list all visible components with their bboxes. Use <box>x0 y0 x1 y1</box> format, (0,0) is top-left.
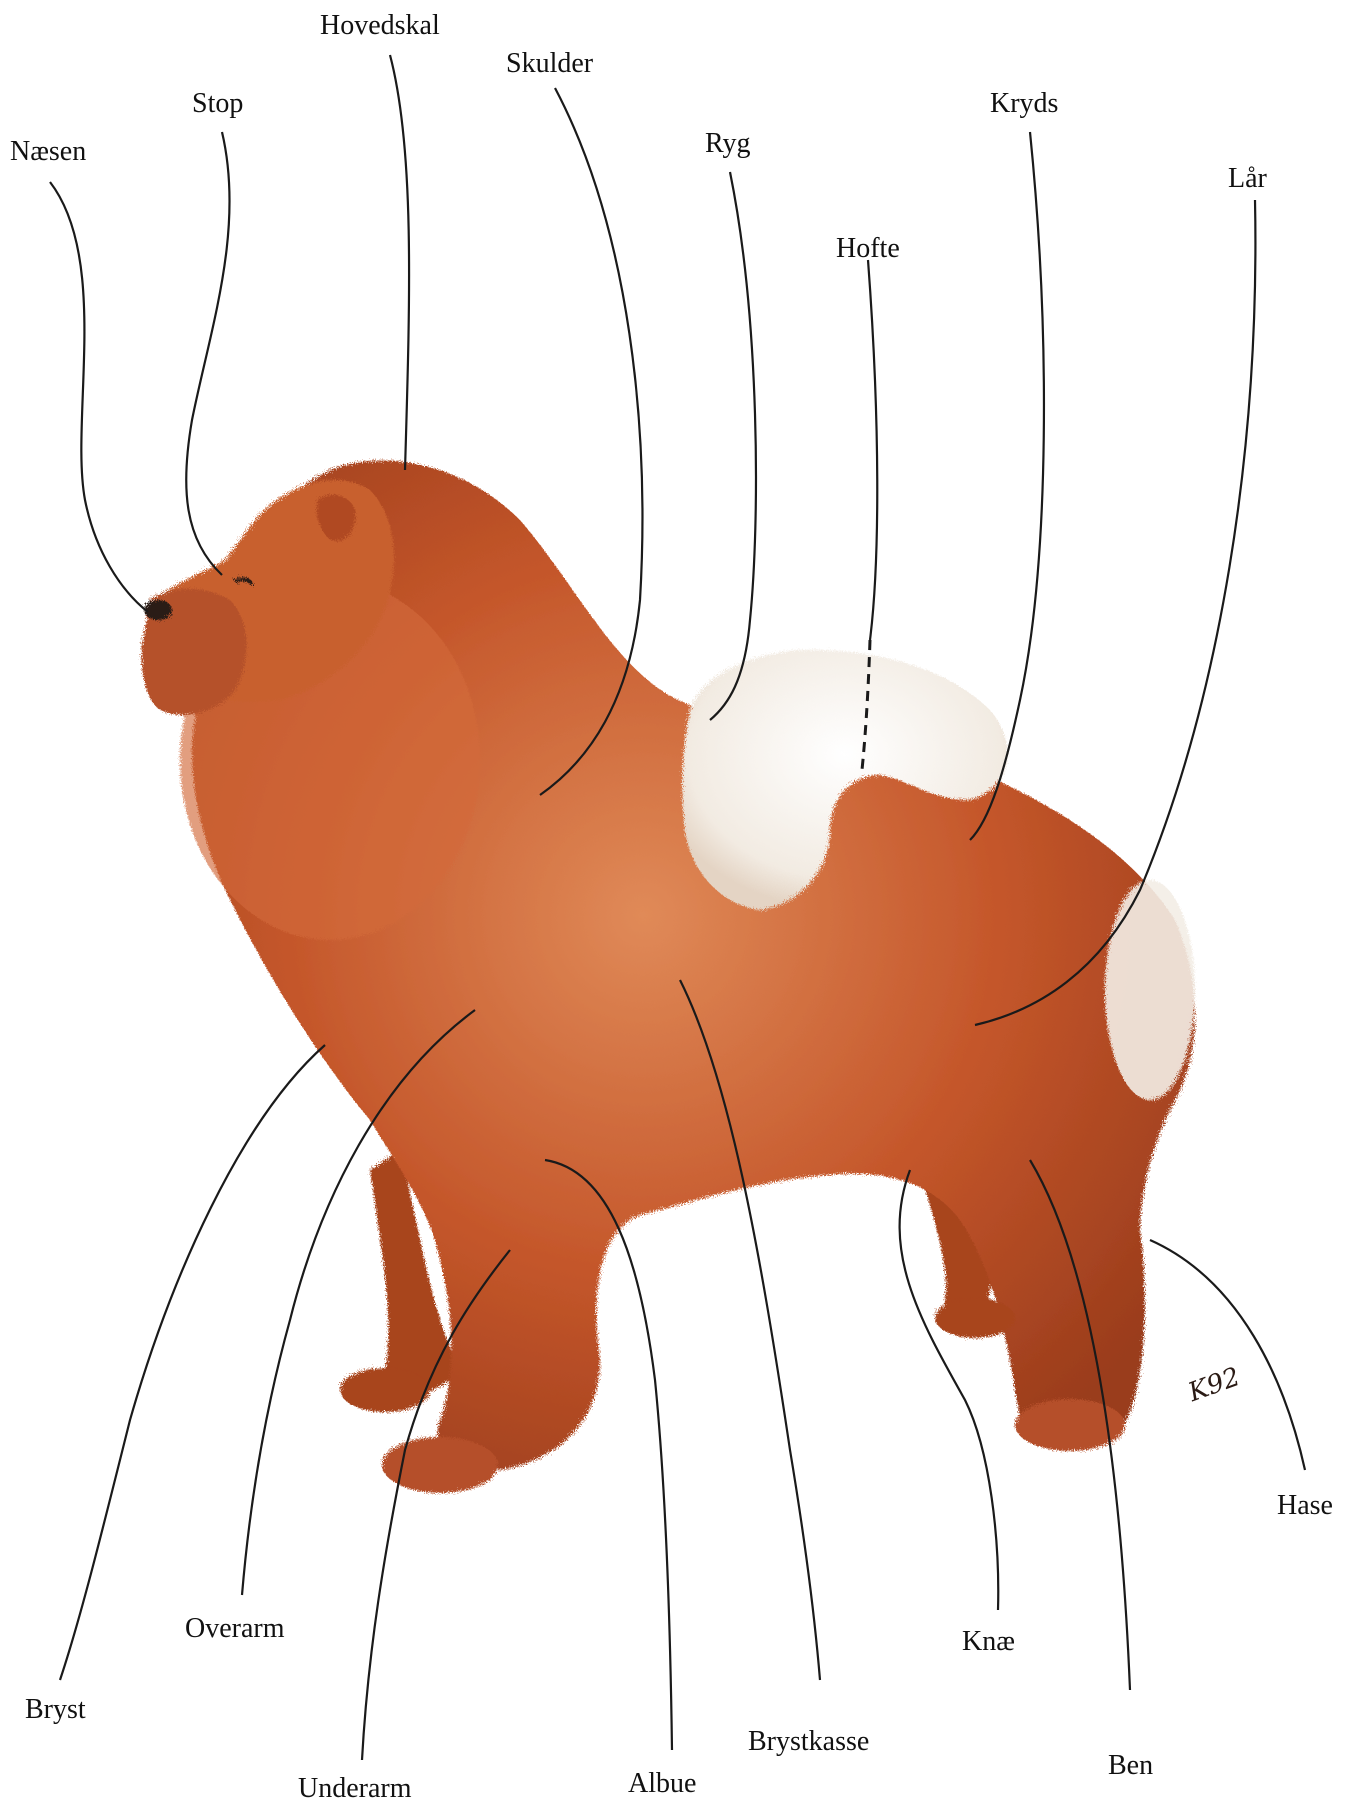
label-ryg: Ryg <box>705 130 751 158</box>
leader-naesen <box>50 182 148 612</box>
label-overarm: Overarm <box>185 1615 285 1643</box>
leader-bryst <box>60 1045 325 1680</box>
label-hovedskal: Hovedskal <box>320 12 440 40</box>
hind-foot-right <box>1015 1399 1125 1451</box>
label-kryds: Kryds <box>990 90 1058 118</box>
leader-ryg <box>710 172 756 720</box>
label-underarm: Underarm <box>298 1775 412 1803</box>
dog-nose <box>144 600 172 620</box>
label-knae: Knæ <box>962 1628 1015 1656</box>
label-brystkasse: Brystkasse <box>748 1728 869 1756</box>
label-albue: Albue <box>628 1770 696 1798</box>
leader-hofte <box>868 260 877 640</box>
leader-hase <box>1150 1240 1305 1470</box>
label-laar: Lår <box>1228 165 1267 193</box>
leader-stop <box>186 132 229 575</box>
front-foot-right <box>340 1368 430 1412</box>
label-hase: Hase <box>1277 1492 1333 1520</box>
label-ben: Ben <box>1108 1752 1153 1780</box>
label-naesen: Næsen <box>10 138 86 166</box>
leader-hovedskal <box>390 55 409 470</box>
label-bryst: Bryst <box>25 1696 86 1724</box>
label-skulder: Skulder <box>506 50 593 78</box>
hind-foot-left <box>935 1298 1015 1338</box>
front-foot-left <box>382 1437 498 1493</box>
rear-fluff <box>1105 880 1195 1100</box>
label-stop: Stop <box>192 90 243 118</box>
dog-illustration <box>142 461 1196 1493</box>
label-hofte: Hofte <box>836 235 900 263</box>
